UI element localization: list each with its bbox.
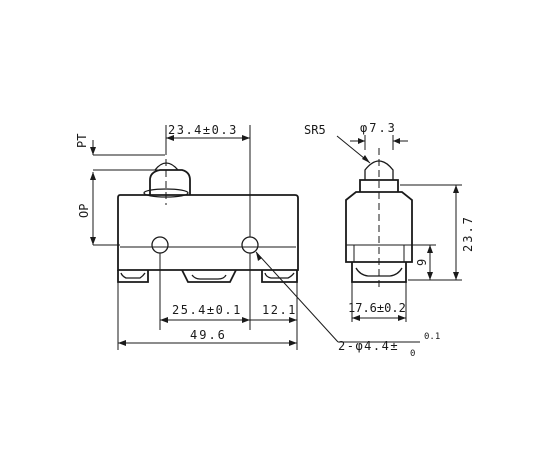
dim-23-4 — [165, 125, 251, 237]
pt-op-dimension — [90, 140, 165, 246]
label-9: 9 — [415, 259, 429, 266]
label-17-6: 17.6±0.2 — [348, 301, 406, 315]
label-12-1: 12.1 — [262, 303, 297, 317]
dim-vertical — [400, 184, 462, 281]
plunger — [143, 148, 191, 205]
switch-body — [117, 194, 299, 271]
side-view — [336, 135, 462, 322]
label-23-7: 23.7 — [461, 215, 475, 252]
label-25-4: 25.4±0.1 — [172, 303, 242, 317]
mounting-hole-left — [151, 236, 169, 254]
label-49-6: 49.6 — [190, 328, 227, 342]
dim-49-6 — [117, 282, 297, 350]
hole-leader — [255, 251, 420, 343]
dim-17-6 — [351, 282, 407, 322]
dim-bottom-row — [159, 253, 298, 350]
label-sr5: SR5 — [304, 123, 326, 137]
side-body — [345, 191, 413, 263]
label-tol-upper: 0.1 — [424, 332, 440, 342]
label-pt: PT — [75, 134, 89, 148]
front-view — [90, 125, 420, 350]
dim-sr5 — [336, 135, 408, 164]
mounting-hole-right — [241, 236, 259, 254]
label-23-4: 23.4±0.3 — [168, 123, 238, 137]
label-holes: 2-φ4.4± — [338, 339, 399, 353]
label-phi-7-3: φ7.3 — [360, 121, 397, 135]
terminals — [117, 269, 298, 283]
label-tol-lower: 0 — [410, 349, 415, 359]
label-op: OP — [77, 204, 91, 218]
